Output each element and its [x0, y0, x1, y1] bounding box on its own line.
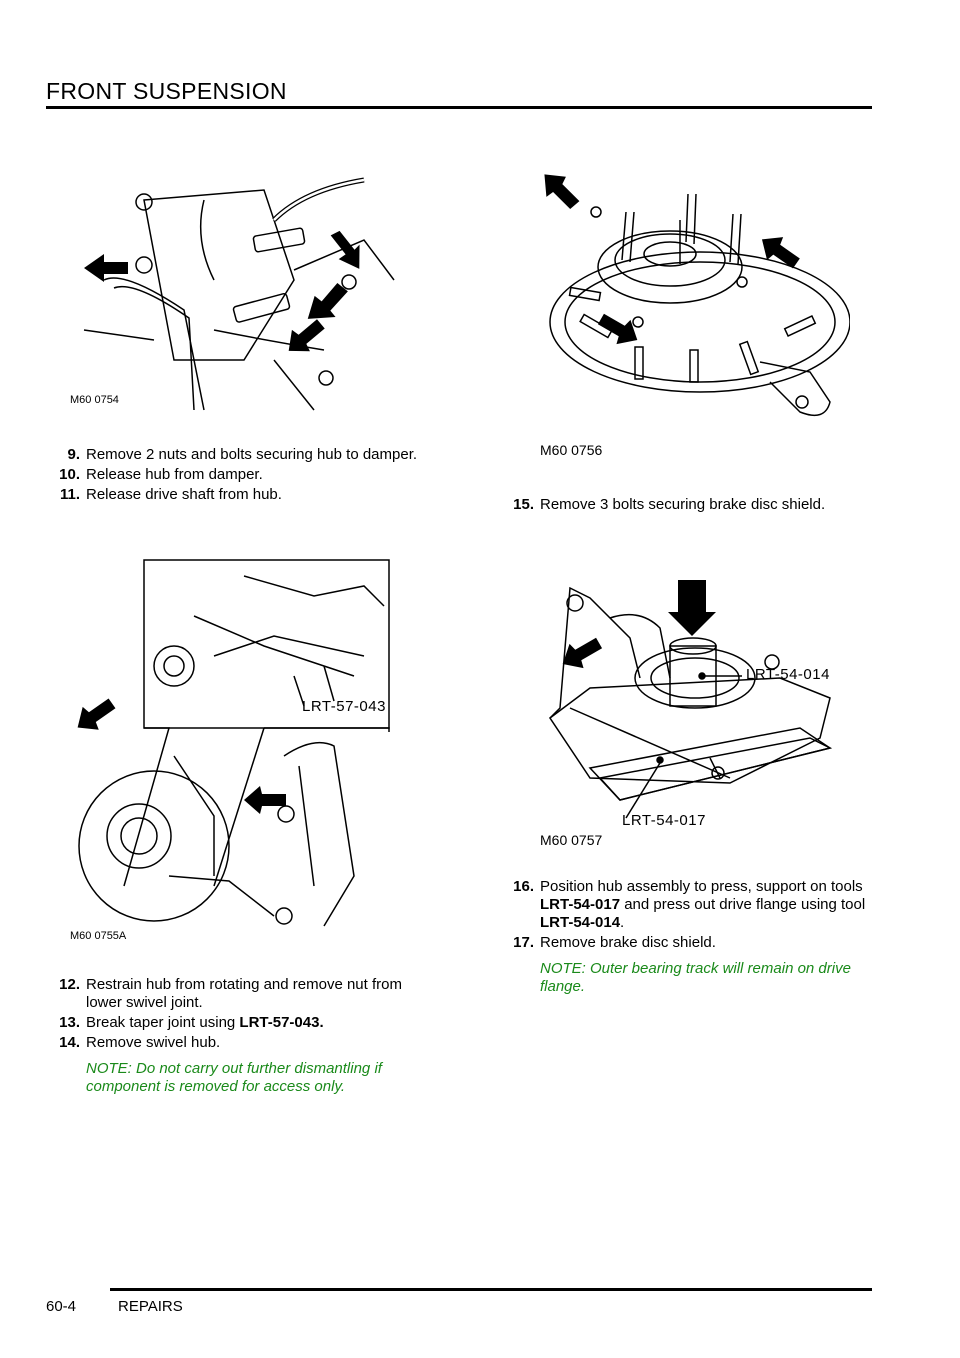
tool-label: LRT-54-014 — [746, 666, 830, 683]
step-item: 11. Release drive shaft from hub. — [59, 486, 282, 503]
step-item: 16. Position hub assembly to press, supp… — [513, 878, 866, 931]
tool-label: LRT-57-043 — [302, 698, 386, 715]
step-item: 15. Remove 3 bolts securing brake disc s… — [513, 496, 826, 513]
figure-ref: M60 0756 — [540, 442, 603, 458]
hub-damper-illustration — [83, 177, 395, 411]
figure-ref: M60 0755A — [70, 930, 127, 942]
page-number: 60-4 — [46, 1298, 77, 1315]
step-list-swivel: 12. Restrain hub from rotating and remov… — [46, 976, 436, 1096]
step-list-removal: 9. Remove 2 nuts and bolts securing hub … — [46, 446, 436, 506]
note-text: NOTE: Outer bearing track will remain on… — [540, 960, 851, 995]
step-list-shield: 15. Remove 3 bolts securing brake disc s… — [500, 496, 880, 516]
figure-brake-disc-shield: M60 0756 — [530, 172, 850, 462]
footer-rule — [110, 1288, 872, 1291]
figure-hub-damper: M60 0754 — [64, 160, 404, 412]
step-item: 12. Restrain hub from rotating and remov… — [59, 976, 402, 1011]
swivel-joint-illustration — [77, 559, 390, 927]
step-item: 9. Remove 2 nuts and bolts securing hub … — [67, 446, 418, 463]
note-text: NOTE: Do not carry out further dismantli… — [86, 1060, 382, 1095]
figure-swivel-joint: LRT-57-043 M60 0755A — [64, 556, 404, 946]
press-drive-flange-illustration — [548, 580, 833, 819]
step-item: 13. Break taper joint using LRT-57-043. — [59, 1014, 324, 1031]
page-title: FRONT SUSPENSION — [46, 78, 287, 104]
figure-ref: M60 0754 — [70, 394, 119, 406]
section-name: REPAIRS — [118, 1298, 183, 1315]
tool-label: LRT-54-017 — [622, 812, 706, 829]
figure-ref: M60 0757 — [540, 832, 603, 848]
header-rule — [46, 106, 872, 109]
step-item: 14. Remove swivel hub. — [59, 1034, 221, 1051]
figure-press-drive-flange: LRT-54-014 LRT-54-017 M60 0757 — [530, 578, 850, 848]
step-item: 17. Remove brake disc shield. — [513, 934, 716, 951]
step-list-press: 16. Position hub assembly to press, supp… — [500, 878, 880, 996]
brake-disc-shield-illustration — [544, 174, 850, 417]
step-item: 10. Release hub from damper. — [59, 466, 263, 483]
